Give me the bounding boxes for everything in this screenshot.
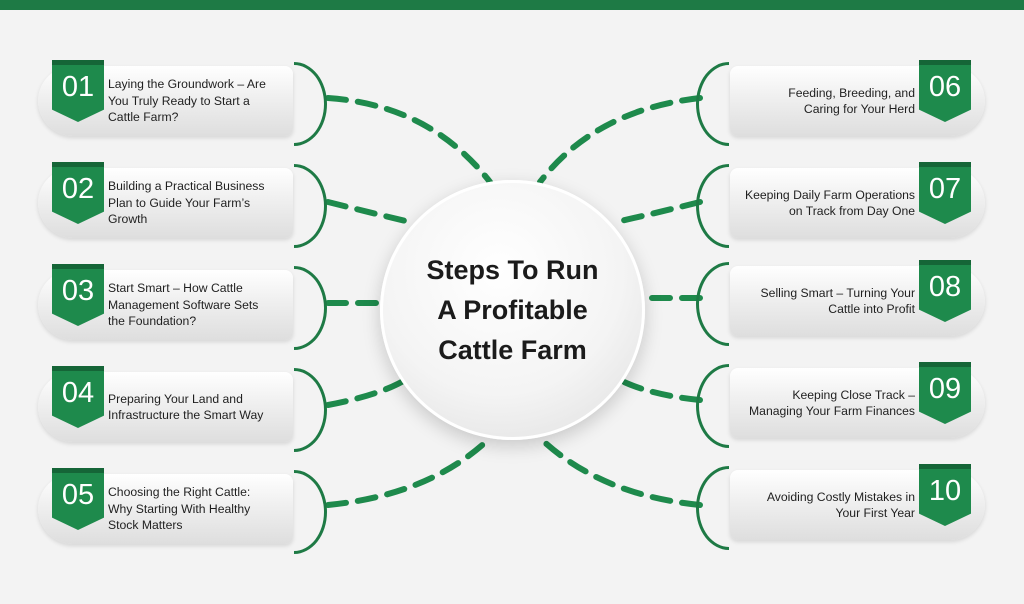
step-card-09: 09 Keeping Close Track –Managing Your Fa…: [696, 362, 985, 448]
connector-06: [537, 95, 703, 185]
step-badge: 04: [52, 366, 104, 428]
top-accent-bar: [0, 0, 1024, 10]
step-card-05: 05 Choosing the Right Cattle:Why Startin…: [38, 468, 327, 554]
center-hub: Steps To Run A Profitable Cattle Farm: [380, 180, 645, 440]
connector-01: [325, 95, 493, 185]
connector-04: [325, 377, 408, 408]
connector-07: [613, 199, 703, 225]
hub-title-line: Cattle Farm: [438, 335, 587, 365]
step-badge: 02: [52, 162, 104, 224]
step-text: Choosing the Right Cattle:Why Starting W…: [108, 485, 251, 533]
connector-09: [617, 377, 703, 403]
step-badge: 03: [52, 264, 104, 326]
step-badge: 07: [919, 162, 971, 224]
step-badge: 06: [919, 60, 971, 122]
connector-10: [537, 435, 703, 508]
step-badge: 05: [52, 468, 104, 530]
connector-02: [325, 199, 413, 225]
step-text: Keeping Close Track –Managing Your Farm …: [749, 387, 915, 419]
step-badge: 08: [919, 260, 971, 322]
hub-title: Steps To Run A Profitable Cattle Farm: [413, 250, 613, 370]
hub-title-line: Steps To Run: [426, 255, 599, 285]
step-badge: 10: [919, 464, 971, 526]
step-badge: 09: [919, 362, 971, 424]
connector-05: [325, 435, 493, 508]
hub-title-line: A Profitable: [437, 295, 588, 325]
step-badge: 01: [52, 60, 104, 122]
